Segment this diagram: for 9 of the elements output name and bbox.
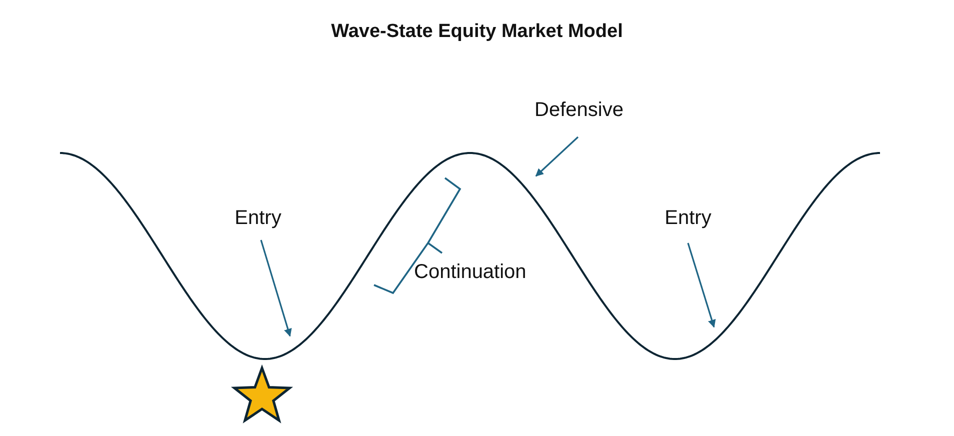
- leader-arrow: [260, 240, 292, 337]
- diagram-title: Wave-State Equity Market Model: [330, 22, 624, 41]
- callout-text: Defensive: [479, 100, 679, 120]
- leader-arrow: [687, 242, 716, 328]
- leader-arrow: [535, 136, 579, 177]
- callout-text: Entry: [588, 208, 788, 228]
- wave-curve: [60, 152, 880, 360]
- annotation-label: Continuation: [414, 262, 526, 282]
- callout-text: Entry: [158, 208, 358, 228]
